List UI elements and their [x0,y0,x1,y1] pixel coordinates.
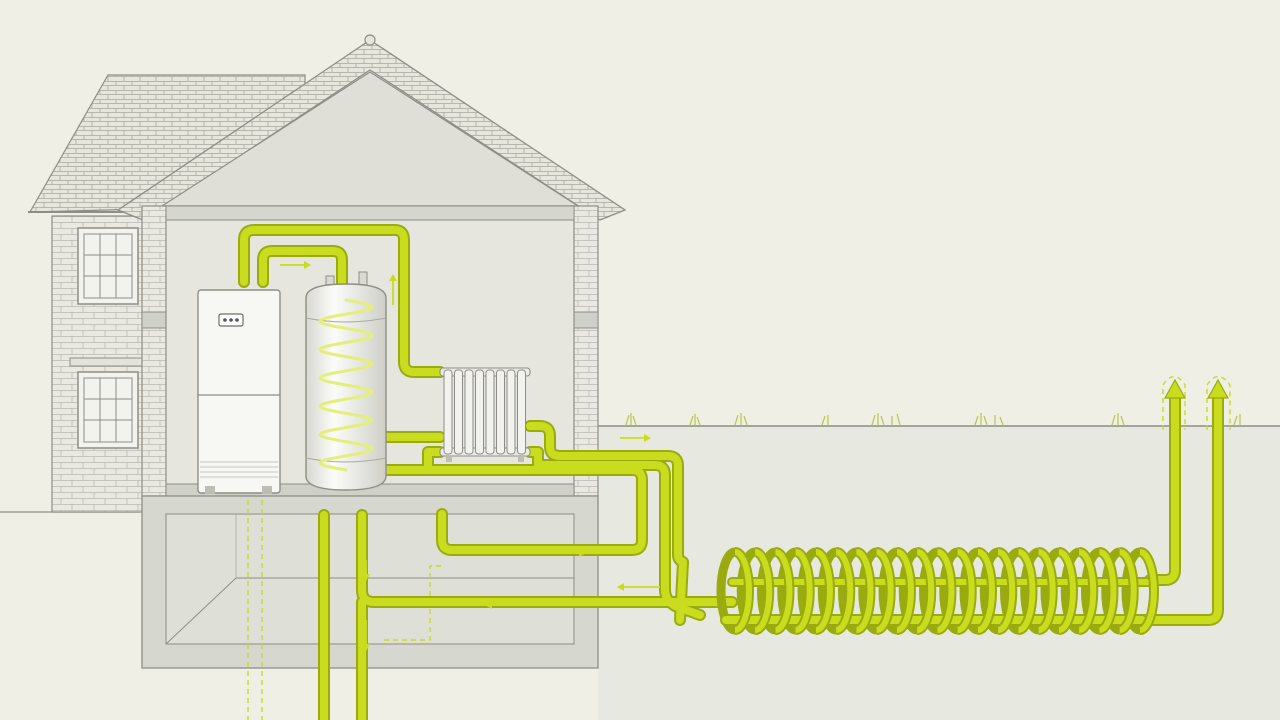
horizontal-ground-loop-coil-icon [716,547,1159,635]
radiator-fin [506,369,516,455]
coil-ring-back [1060,547,1081,635]
coil-ring-front [997,549,1016,633]
flow-arrows [280,261,660,651]
coil-ring-back [878,547,898,635]
coil-ring-back [858,547,878,635]
coil-ring-front [1058,549,1076,633]
cylinder-heating-coil [318,298,374,472]
coil-ring-back [1081,547,1101,635]
ground-area [0,413,1280,720]
coil-ring-front [754,549,773,633]
coil-ring-back [898,547,919,635]
coil-ring-back [716,547,736,635]
coil-ring-front [1098,549,1117,633]
coil-ring-back [777,547,797,635]
radiator-fin [475,369,484,455]
indoor-heat-pump-unit-icon [197,289,281,494]
coil-ring-back [959,547,979,635]
coil-ring-front [774,549,793,633]
radiator-fin [517,369,526,455]
coil-ring-back [1121,547,1141,635]
coil-ring-back [979,547,1000,635]
window-upper [77,227,139,305]
coil-ring-back [838,547,858,635]
coil-ring-front [916,549,935,633]
coil-ring-front [936,549,955,633]
basement [141,495,599,669]
window-lower [77,371,139,449]
coil-ring-front [1017,549,1036,633]
hot-water-cylinder-icon [305,271,387,491]
coil-ring-front [1139,549,1157,633]
grass-tufts [625,413,1241,426]
coil-ring-front [1078,549,1097,633]
coil-ring-back [1101,547,1121,635]
coil-ring-back [919,547,939,635]
coil-ring-front [957,549,975,633]
coil-ring-back [797,547,817,635]
coil-ring-front [835,549,854,633]
coil-ring-back [817,547,838,635]
coil-ring-front [876,549,894,633]
radiator-fin [496,369,505,455]
coil-ring-back [757,547,777,635]
coil-ring-front [977,549,995,633]
coil-ring-back [1040,547,1060,635]
radiator-icon [439,367,531,462]
coil-ring-front [855,549,874,633]
radiator-fin [485,369,495,455]
radiator-fin [454,369,463,455]
coil-ring-back [1020,547,1040,635]
coil-ring-front [1038,549,1056,633]
coil-ring-front [815,549,833,633]
radiator-fin [464,369,474,455]
coil-ring-front [734,549,752,633]
coil-ring-front [1119,549,1137,633]
coil-ring-back [736,547,757,635]
coil-ring-back [1000,547,1020,635]
coil-ring-back [939,547,959,635]
ground-loop-risers-heads [1163,378,1230,399]
coil-ring-front [896,549,914,633]
radiator-fin [443,369,453,455]
coil-ring-front [795,549,813,633]
pipe-network [238,224,1230,720]
